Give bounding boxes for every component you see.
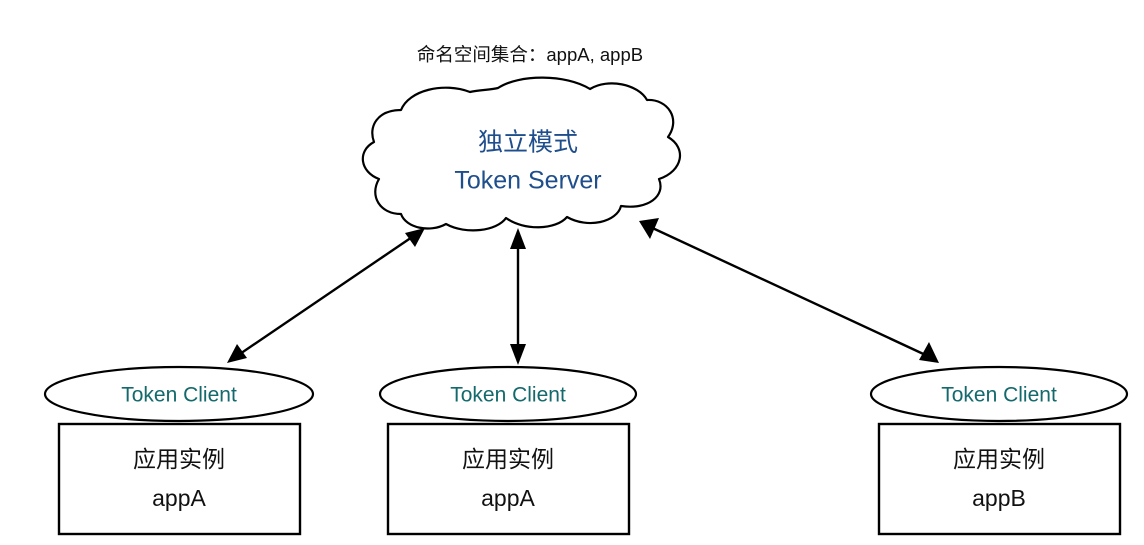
token-client-label-2: Token Client	[450, 384, 566, 407]
client-node-1[interactable]: Token Client 应用实例 appA	[43, 365, 315, 536]
connector-server-client-1	[227, 228, 425, 363]
connector-line-1	[233, 232, 419, 359]
app-instance-line2-1: appA	[152, 485, 206, 511]
diagram-title: 命名空间集合：appA, appB	[417, 44, 643, 65]
token-client-label-3: Token Client	[941, 384, 1057, 407]
token-client-ellipse-3	[869, 365, 1129, 423]
app-instance-line1-1: 应用实例	[133, 446, 225, 472]
token-client-ellipse-2	[378, 365, 638, 423]
client-node-3[interactable]: Token Client 应用实例 appB	[869, 365, 1129, 536]
connector-line-3	[645, 223, 933, 360]
arrowhead-up-2	[510, 228, 526, 249]
app-instance-line1-3: 应用实例	[953, 446, 1045, 472]
token-client-ellipse-1	[43, 365, 315, 423]
token-server-line2: Token Server	[454, 167, 601, 195]
app-instance-box-2	[386, 422, 631, 536]
app-instance-box-3	[877, 422, 1122, 536]
arrowhead-down-3	[919, 342, 939, 363]
token-server-node[interactable]: 独立模式 Token Server	[361, 76, 682, 232]
app-instance-line2-3: appB	[972, 485, 1026, 511]
connector-server-client-3	[639, 218, 939, 363]
arrowhead-up-1	[405, 228, 425, 247]
app-instance-box-1	[57, 422, 302, 536]
connector-server-client-2	[510, 228, 526, 365]
token-server-line1: 独立模式	[478, 129, 578, 157]
cloud-shape	[361, 76, 682, 232]
arrowhead-down-2	[510, 344, 526, 365]
app-instance-line1-2: 应用实例	[462, 446, 554, 472]
arrowhead-up-3	[639, 218, 659, 239]
arrowhead-down-1	[227, 344, 247, 363]
client-node-2[interactable]: Token Client 应用实例 appA	[378, 365, 638, 536]
app-instance-line2-2: appA	[481, 485, 535, 511]
token-client-label-1: Token Client	[121, 384, 237, 407]
